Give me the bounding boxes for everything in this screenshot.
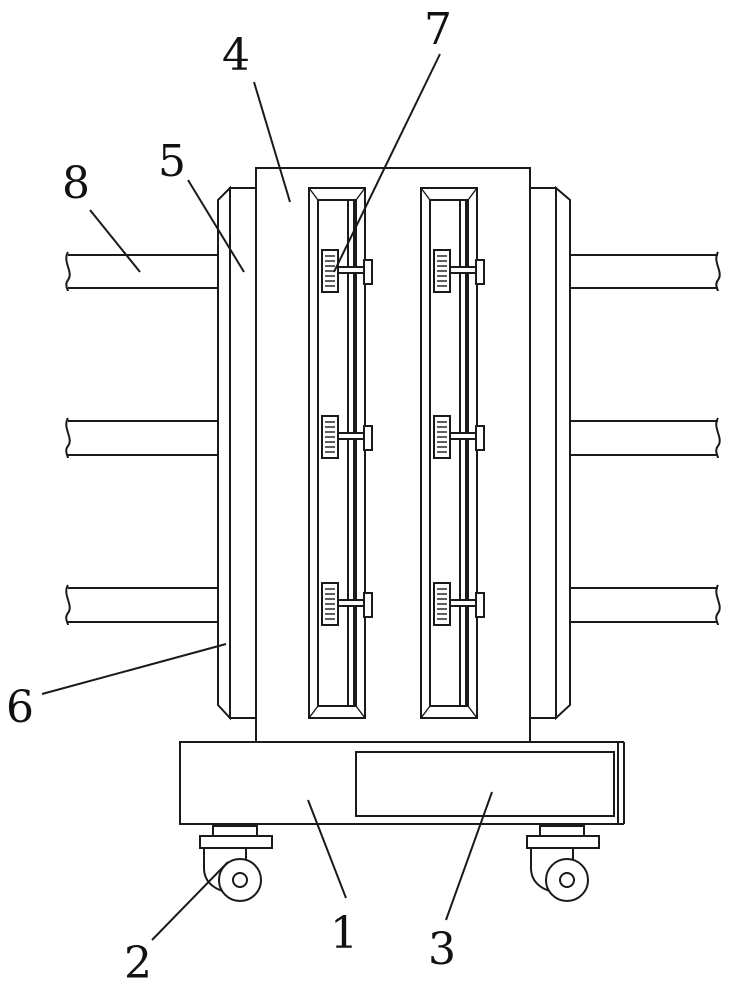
caster-right bbox=[527, 826, 599, 901]
label-4: 4 bbox=[222, 30, 250, 81]
right-pipes bbox=[570, 252, 720, 625]
leader-6 bbox=[42, 644, 226, 694]
left-pipes bbox=[66, 252, 218, 625]
base-assembly bbox=[180, 742, 624, 824]
label-1: 1 bbox=[330, 908, 358, 959]
pipe-right-middle bbox=[570, 418, 720, 458]
label-6: 6 bbox=[6, 682, 34, 733]
pipe-left-bottom bbox=[66, 585, 218, 625]
label-2: 2 bbox=[124, 938, 152, 984]
drawer bbox=[356, 752, 614, 816]
caster-left bbox=[200, 826, 272, 901]
pipe-left-top bbox=[66, 252, 218, 291]
right-inner-plate bbox=[530, 188, 556, 718]
leader-8 bbox=[90, 210, 140, 272]
pipe-right-bottom bbox=[570, 585, 720, 625]
label-7: 7 bbox=[424, 4, 452, 55]
right-clamp-assembly bbox=[530, 188, 570, 718]
pipe-right-top bbox=[570, 252, 720, 291]
left-inner-plate bbox=[230, 188, 256, 718]
pipe-left-middle bbox=[66, 418, 218, 458]
left-outer-plate bbox=[218, 188, 230, 718]
right-outer-plate bbox=[556, 188, 570, 718]
left-clamp-assembly bbox=[218, 188, 256, 718]
label-3: 3 bbox=[428, 924, 456, 975]
main-body bbox=[256, 168, 530, 742]
label-5: 5 bbox=[158, 136, 186, 187]
label-8: 8 bbox=[62, 158, 90, 209]
leader-2 bbox=[152, 862, 228, 940]
